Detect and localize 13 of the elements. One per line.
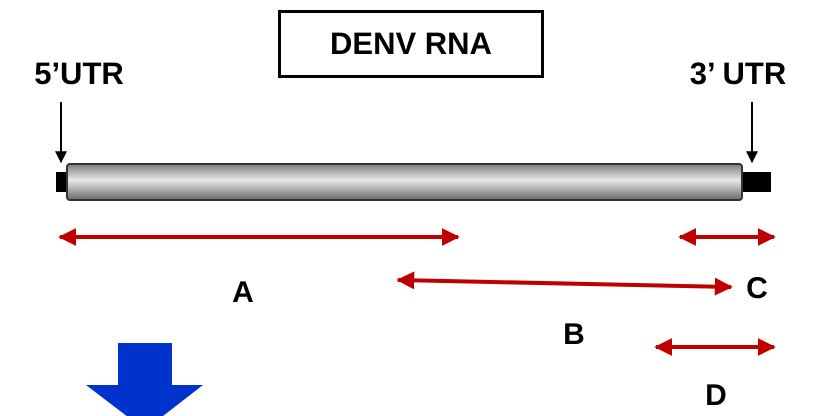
title-text: DENV RNA <box>330 26 492 62</box>
title-box <box>278 10 544 78</box>
utr-segment <box>56 172 66 192</box>
leader-arrow <box>746 102 758 164</box>
region-letter: B <box>563 318 585 352</box>
rna-strand <box>66 163 743 201</box>
region-letter: A <box>232 276 254 310</box>
label-text: 3’ UTR <box>690 56 786 92</box>
leader-arrow <box>55 102 67 164</box>
region-letter: C <box>746 272 768 306</box>
region-letter: D <box>705 379 727 413</box>
utr-segment <box>743 172 771 192</box>
label-text: 5’UTR <box>34 56 124 92</box>
